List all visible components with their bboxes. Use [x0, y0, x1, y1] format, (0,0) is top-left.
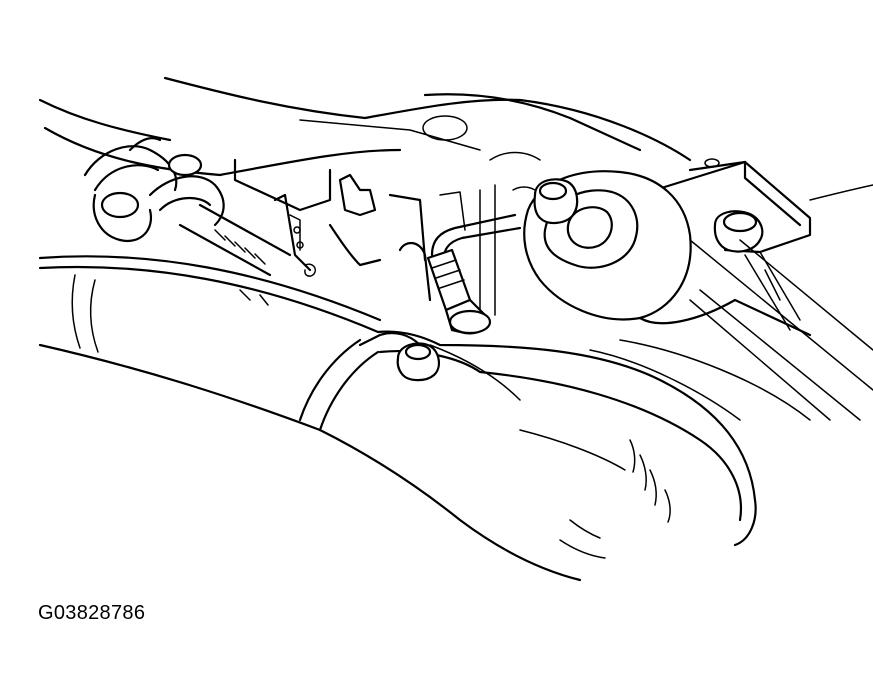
frame-rail	[689, 239, 873, 391]
floor-pan	[38, 76, 692, 177]
exhaust-pipe	[38, 255, 382, 432]
catalytic-converter	[318, 330, 811, 582]
figure-code: G03828786	[38, 602, 146, 624]
fuel-lines	[83, 136, 292, 277]
bushing-bolt	[512, 178, 579, 225]
mounting-bolt	[713, 210, 764, 253]
flange-bolt	[396, 342, 440, 382]
oxygen-sensor	[426, 213, 522, 335]
clip-brackets	[233, 115, 541, 316]
